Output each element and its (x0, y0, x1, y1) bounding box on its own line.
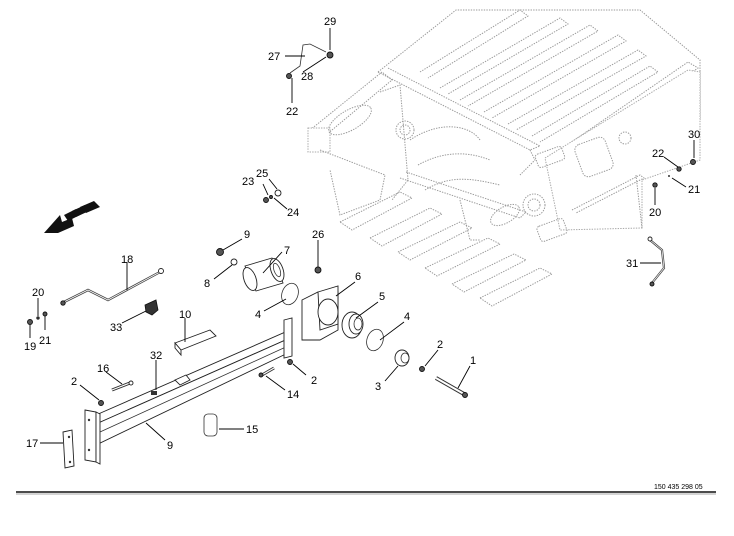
callout-22: 22 (286, 106, 298, 118)
callout-30: 30 (688, 129, 700, 141)
callout-9: 9 (244, 229, 250, 241)
fitting-part-26[interactable] (314, 266, 322, 274)
circlip-part-4-upper[interactable] (279, 281, 302, 307)
callout-28: 28 (301, 71, 313, 83)
hydraulic-pipe-part-19[interactable] (60, 268, 164, 306)
callout-22-right: 22 (652, 148, 664, 160)
nut-part-9[interactable] (216, 248, 224, 256)
circlip-part-4-lower[interactable] (364, 327, 387, 353)
clamp-part-33[interactable] (144, 299, 159, 316)
callout-3: 3 (375, 381, 381, 393)
hydraulic-pipe-part-27[interactable] (286, 43, 334, 79)
plate-part-18[interactable] (62, 429, 75, 469)
callout-17: 16 (97, 363, 109, 375)
clip-part-32[interactable] (151, 391, 157, 395)
callout-6: 6 (355, 271, 361, 283)
callout-1: 1 (470, 355, 476, 367)
callout-25: 25 (256, 168, 268, 180)
document-number: 150 435 298 05 (654, 484, 703, 491)
main-frame (307, 9, 701, 307)
callout-4-lower: 4 (404, 311, 410, 323)
fittings-part-23-25[interactable] (263, 189, 282, 203)
leader-lines (29, 28, 695, 444)
callout-4-upper: 4 (255, 309, 261, 321)
callout-20-right: 20 (649, 207, 661, 219)
fittings-right-part-20-22-30[interactable] (652, 159, 696, 188)
callout-27: 27 (268, 51, 280, 63)
callout-10: 9 (167, 440, 173, 452)
washer-part-2-centre[interactable] (287, 359, 293, 365)
callout-5: 5 (379, 291, 385, 303)
callout-16: 15 (246, 424, 258, 436)
bushing-part-7[interactable] (240, 257, 286, 293)
roller-part-3[interactable] (394, 349, 410, 367)
callout-21-left: 20 (32, 287, 44, 299)
callout-32: 32 (150, 350, 162, 362)
callout-19: 18 (121, 254, 133, 266)
callout-2-right: 2 (437, 339, 443, 351)
callout-24: 24 (287, 207, 299, 219)
callout-22-left: 21 (39, 335, 51, 347)
washer-part-8[interactable] (230, 258, 238, 266)
bracket-part-14[interactable] (174, 329, 217, 357)
callout-14: 10 (179, 309, 191, 321)
callout-labels: 29 27 28 22 25 23 24 9 26 7 8 6 4 5 4 2 … (24, 16, 700, 452)
callout-8: 8 (204, 278, 210, 290)
pin-part-15[interactable] (258, 366, 275, 378)
bolt-part-17[interactable] (111, 380, 134, 392)
callout-21-right: 21 (688, 184, 700, 196)
callout-31: 31 (626, 258, 638, 270)
callout-2-left: 2 (71, 376, 77, 388)
direction-of-travel-arrow (44, 201, 100, 233)
footer: 150 435 298 05 (16, 484, 716, 495)
bearing-housing-part-6[interactable] (301, 285, 339, 341)
bearing-part-5[interactable] (341, 311, 364, 339)
callout-15: 14 (287, 389, 299, 401)
fittings-left-part-20-22[interactable] (27, 311, 48, 325)
beam-part-10[interactable] (84, 317, 293, 465)
seal-part-16[interactable] (203, 413, 218, 437)
pin-part-1[interactable] (435, 376, 468, 398)
callout-33: 33 (110, 322, 122, 334)
callout-18: 17 (26, 438, 38, 450)
callout-26: 26 (312, 229, 324, 241)
washer-part-2-left[interactable] (98, 400, 104, 406)
hydraulic-pipe-part-31[interactable] (647, 236, 666, 287)
callout-7: 7 (284, 245, 290, 257)
washer-part-2-right[interactable] (419, 366, 425, 372)
callout-20-left: 19 (24, 341, 36, 353)
callout-29: 29 (324, 16, 336, 28)
callout-23: 23 (242, 176, 254, 188)
callout-2-centre: 2 (311, 375, 317, 387)
